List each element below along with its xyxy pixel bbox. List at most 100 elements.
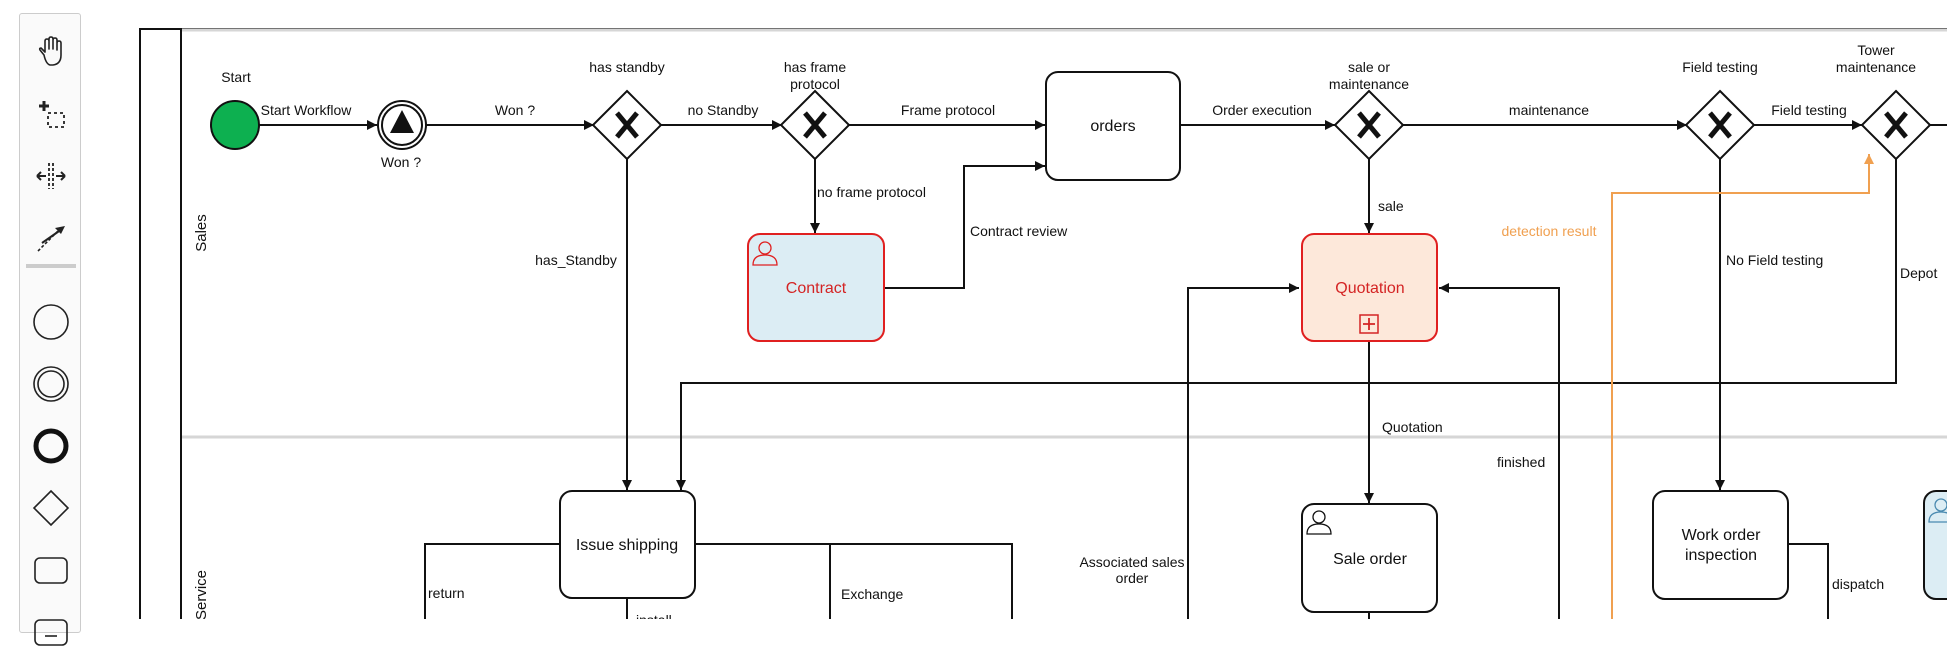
start-event-icon	[33, 304, 69, 340]
create-end-event[interactable]	[28, 423, 74, 469]
gateway-has-standby[interactable]: has standby	[589, 59, 665, 161]
flow-detection-result[interactable]	[1611, 154, 1874, 619]
flow-label-detection-result: detection result	[1502, 223, 1597, 239]
task-contract-label: Contract	[786, 280, 847, 297]
flow-contract-review[interactable]	[884, 161, 1045, 289]
flow-label-has-standby: has_Standby	[535, 252, 617, 268]
x-marker-icon	[1708, 111, 1732, 139]
task-icon	[34, 557, 68, 584]
gateway-frame-protocol-label-line: has frame	[784, 59, 846, 75]
intermediate-event-icon	[33, 366, 69, 402]
flow-label-exchange: Exchange	[841, 586, 903, 602]
hand-tool[interactable]	[28, 29, 74, 75]
flow-label-field-testing: Field testing	[1771, 102, 1846, 118]
x-marker-icon	[1884, 111, 1908, 139]
lane-service[interactable]: Service	[193, 570, 210, 619]
flow-label-associated-sales-order-line: Associated sales	[1079, 554, 1184, 570]
gateway-sale-maintenance-label-line: maintenance	[1329, 76, 1409, 92]
flow-associated-sales-order[interactable]	[1187, 283, 1299, 619]
task-quotation[interactable]: Quotation	[1301, 233, 1438, 342]
flow-label-return: return	[428, 585, 465, 601]
flow-label-no-frame-protocol: no frame protocol	[817, 184, 926, 200]
task-work-order-inspection-label: Work order inspection	[1682, 527, 1762, 564]
task-orders[interactable]: orders	[1045, 71, 1181, 181]
flow-label-install: install	[636, 612, 672, 619]
space-tool[interactable]	[28, 153, 74, 199]
connect-icon	[37, 226, 65, 252]
x-marker-icon	[615, 111, 639, 139]
lasso-tool[interactable]	[28, 91, 74, 137]
signal-triangle-icon	[390, 110, 414, 133]
flow-label-no-field-testing: No Field testing	[1726, 252, 1823, 268]
flow-depot[interactable]	[676, 159, 1897, 490]
task-offscreen[interactable]	[1923, 490, 1947, 600]
start-event[interactable]: Start	[210, 69, 260, 150]
lane-sales[interactable]: Sales	[182, 28, 1947, 439]
user-task-icon	[1306, 510, 1332, 535]
flow-label-start-workflow: Start Workflow	[261, 102, 353, 118]
space-icon	[36, 163, 66, 189]
expand-subprocess-icon[interactable]	[1359, 314, 1379, 334]
flow-label-frame-protocol: Frame protocol	[901, 102, 995, 118]
task-work-order-inspection[interactable]: Work order inspection	[1652, 490, 1789, 600]
flow-label-dispatch: dispatch	[1832, 576, 1884, 592]
flow-label-associated-sales-order-line: order	[1116, 570, 1149, 586]
gateway-tower-maintenance-label-line: maintenance	[1836, 59, 1916, 75]
create-intermediate-event[interactable]	[28, 361, 74, 407]
lasso-icon	[39, 101, 65, 128]
connect-tool[interactable]	[28, 215, 74, 261]
flow-finished[interactable]	[1439, 283, 1560, 619]
create-task[interactable]	[28, 547, 74, 593]
flow-label-depot: Depot	[1900, 265, 1937, 281]
diagram-canvas[interactable]: Sales Service Start	[0, 0, 1947, 619]
intermediate-signal-event[interactable]: Won ?	[377, 100, 427, 170]
x-marker-icon	[1357, 111, 1381, 139]
flow-label-no-standby: no Standby	[688, 102, 759, 118]
gateway-has-standby-label: has standby	[589, 59, 665, 75]
task-contract[interactable]: Contract	[747, 233, 885, 342]
create-start-event[interactable]	[28, 299, 74, 345]
end-event-icon	[33, 428, 69, 464]
flow-dispatch[interactable]	[1789, 543, 1829, 619]
gateway-field-testing[interactable]: Field testing	[1682, 59, 1758, 161]
palette-separator	[26, 264, 76, 268]
user-task-icon	[1928, 498, 1947, 523]
flow-label-quotation: Quotation	[1382, 419, 1443, 435]
gateway-field-testing-label: Field testing	[1682, 59, 1757, 75]
lane-label-sales: Sales	[193, 214, 210, 252]
lane-label-service: Service	[193, 570, 210, 619]
task-sale-order[interactable]: Sale order	[1301, 503, 1438, 613]
task-issue-shipping[interactable]: Issue shipping	[559, 490, 696, 599]
flow-label-sale: sale	[1378, 198, 1404, 214]
hand-icon	[38, 36, 62, 66]
gateway-tower-maintenance-label-line: Tower	[1857, 42, 1895, 58]
gateway-frame-protocol-label-line: protocol	[790, 76, 840, 92]
task-issue-shipping-label: Issue shipping	[576, 537, 678, 554]
flow-label-maintenance: maintenance	[1509, 102, 1589, 118]
flow-exchange[interactable]	[695, 543, 1013, 619]
flow-label-contract-review: Contract review	[970, 223, 1068, 239]
flow-label-won: Won ?	[495, 102, 535, 118]
flow-label-order-execution: Order execution	[1212, 102, 1312, 118]
task-orders-label: orders	[1090, 118, 1135, 135]
tool-palette	[19, 13, 81, 646]
won-event-label: Won ?	[381, 154, 421, 170]
gateway-icon	[32, 489, 70, 527]
flow-return[interactable]	[424, 543, 560, 619]
task-quotation-label: Quotation	[1335, 280, 1404, 297]
x-marker-icon	[803, 111, 827, 139]
gateway-sale-maintenance-label-line: sale or	[1348, 59, 1390, 75]
user-task-icon	[752, 241, 778, 266]
flow-label-finished: finished	[1497, 454, 1545, 470]
task-work-order-inspection-label-line: inspection	[1685, 547, 1757, 564]
task-sale-order-label: Sale order	[1333, 551, 1407, 568]
task-work-order-inspection-label-line: Work order	[1682, 527, 1762, 544]
create-gateway[interactable]	[28, 485, 74, 531]
